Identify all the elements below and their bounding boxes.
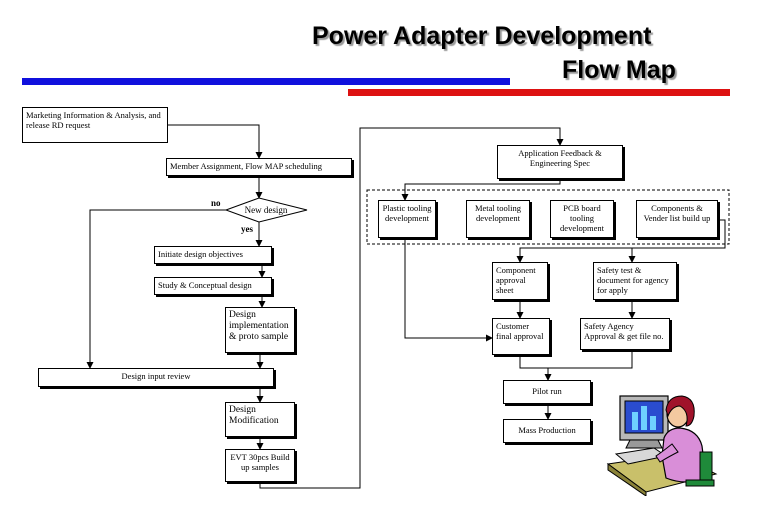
tooling-group-dashed-border xyxy=(366,189,730,245)
safety-test-node: Safety test & document for agency for ap… xyxy=(593,262,677,300)
member-assignment-node: Member Assignment, Flow MAP scheduling xyxy=(166,158,352,176)
study-conceptual-node: Study & Conceptual design xyxy=(154,277,272,295)
pcb-tooling-node: PCB board tooling development xyxy=(550,200,614,238)
new-design-label: New design xyxy=(244,205,288,215)
person-at-computer-icon xyxy=(606,395,718,496)
metal-tooling-node: Metal tooling development xyxy=(466,200,530,238)
plastic-tooling-node: Plastic tooling development xyxy=(378,200,436,238)
connector-feedback-plastic xyxy=(401,179,561,201)
yes-label: yes xyxy=(241,224,253,234)
title-line-1: Power Adapter Development xyxy=(312,22,652,50)
initiate-objectives-node: Initiate design objectives xyxy=(154,246,272,264)
component-approval-node: Component approval sheet xyxy=(492,262,548,300)
marketing-node: Marketing Information & Analysis, and re… xyxy=(22,107,168,143)
blue-title-bar xyxy=(22,78,510,85)
pilot-run-node: Pilot run xyxy=(503,380,591,404)
customer-final-approval-node: Customer final approval xyxy=(492,318,550,355)
no-label: no xyxy=(211,198,221,208)
connector-marketing-member xyxy=(168,124,263,159)
connector-customer-pilot xyxy=(519,355,552,381)
new-design-diamond xyxy=(224,197,308,223)
design-input-review-node: Design input review xyxy=(38,368,274,387)
application-feedback-node: Application Feedback & Engineering Spec xyxy=(497,145,623,179)
mass-production-node: Mass Production xyxy=(503,419,591,443)
title-line-2: Flow Map xyxy=(562,56,676,84)
design-implementation-node: Design implementation & proto sample xyxy=(225,307,295,353)
connector-no-inputreview xyxy=(86,209,226,369)
connector-evt-feedback xyxy=(259,127,564,489)
components-vender-node: Components & Vender list build up xyxy=(636,200,718,238)
safety-agency-node: Safety Agency Approval & get file no. xyxy=(580,318,670,350)
red-title-bar xyxy=(348,89,730,96)
connector-agency-pilot xyxy=(548,350,633,369)
design-modification-node: Design Modification xyxy=(225,402,295,437)
evt-node: EVT 30pcs Build up samples xyxy=(225,449,295,482)
connector-plastic-customer xyxy=(404,238,493,342)
connector-components-approval xyxy=(516,219,726,263)
